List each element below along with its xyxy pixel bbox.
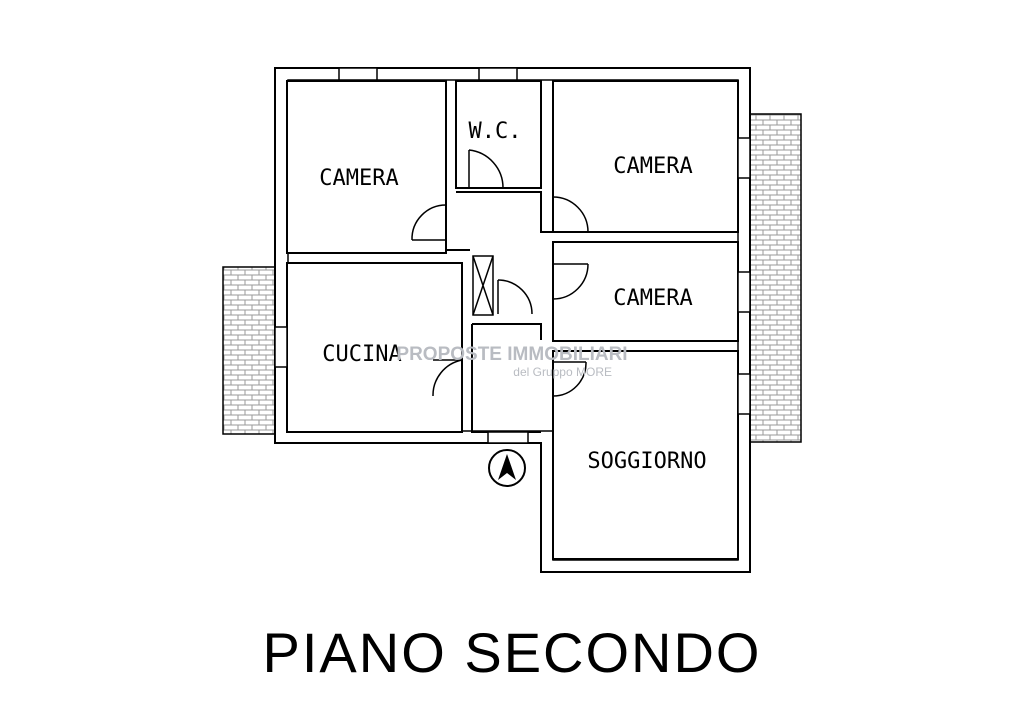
watermark-line1: PROPOSTE IMMOBILIARI [396, 344, 627, 365]
room-label-soggiorno: SOGGIORNO [587, 449, 706, 474]
room-camera-ne [552, 80, 739, 233]
room-cucina [286, 262, 463, 433]
room-camera-e [552, 241, 739, 342]
room-label-wc: W.C. [469, 119, 522, 144]
stair-icon [472, 255, 494, 316]
windows [274, 67, 751, 444]
room-label-camera-ne: CAMERA [613, 154, 692, 179]
room-label-cucina: CUCINA [322, 342, 401, 367]
room-soggiorno [552, 350, 739, 560]
doors [411, 149, 589, 397]
room-camera-nw [286, 80, 447, 254]
room-label-camera-nw: CAMERA [319, 166, 398, 191]
north-arrow-icon [488, 449, 526, 487]
floor-title: PIANO SECONDO [262, 621, 762, 684]
balcony-east [749, 113, 802, 443]
watermark-line2: del Gruppo MORE [513, 365, 612, 379]
balcony-west [222, 266, 276, 435]
room-label-camera-e: CAMERA [613, 286, 692, 311]
hallway-walls [445, 191, 553, 433]
